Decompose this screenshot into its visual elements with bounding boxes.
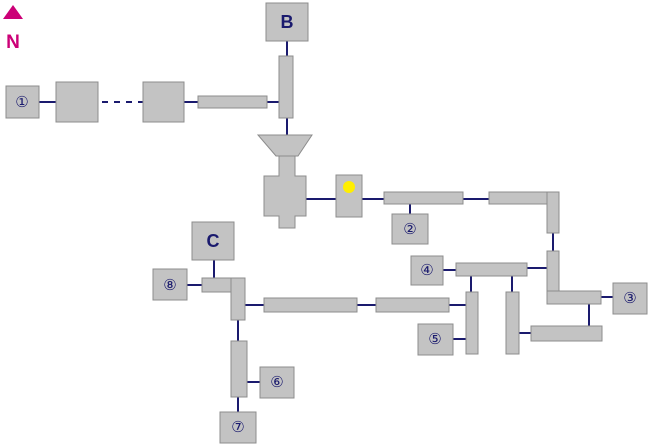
- corridor: [230, 340, 248, 398]
- node-2-label: ②: [403, 220, 416, 238]
- node-2[interactable]: ②: [391, 213, 429, 245]
- node-8-label: ⑧: [163, 276, 176, 294]
- hall-room: [263, 155, 307, 229]
- north-arrow-icon: [3, 5, 23, 19]
- node-4-label: ④: [420, 261, 433, 279]
- room: [142, 81, 185, 123]
- corridor: [546, 191, 560, 234]
- corridor: [263, 297, 358, 313]
- room: [55, 81, 99, 123]
- corridor: [197, 95, 268, 109]
- corridor: [465, 291, 479, 355]
- node-5[interactable]: ⑤: [417, 323, 454, 356]
- corridor: [375, 297, 450, 313]
- node-4[interactable]: ④: [410, 255, 444, 286]
- corridor: [546, 290, 602, 305]
- node-c-label: C: [207, 231, 220, 251]
- node-1[interactable]: ①: [5, 85, 40, 119]
- north-label: N: [6, 32, 20, 53]
- corridor: [455, 262, 528, 277]
- corridor: [530, 325, 603, 342]
- node-b-label: B: [281, 12, 294, 32]
- node-5-label: ⑤: [428, 330, 441, 348]
- north-compass: N: [3, 5, 23, 53]
- corridor: [230, 277, 246, 321]
- corridor: [546, 250, 560, 292]
- node-8[interactable]: ⑧: [152, 268, 188, 301]
- node-7[interactable]: ⑦: [219, 411, 257, 444]
- corridor: [383, 191, 464, 205]
- rooms: [55, 55, 603, 398]
- node-c[interactable]: C: [191, 221, 235, 261]
- funnel-room: [256, 134, 313, 157]
- corridor: [278, 55, 294, 119]
- node-b[interactable]: B: [265, 2, 309, 42]
- node-1-label: ①: [15, 93, 28, 111]
- current-position-marker: [343, 181, 355, 193]
- node-7-label: ⑦: [231, 418, 244, 436]
- node-6[interactable]: ⑥: [259, 366, 295, 399]
- corridor: [505, 291, 520, 355]
- connections: [39, 41, 613, 412]
- node-6-label: ⑥: [270, 373, 283, 391]
- node-3[interactable]: ③: [612, 282, 648, 315]
- node-3-label: ③: [623, 289, 636, 307]
